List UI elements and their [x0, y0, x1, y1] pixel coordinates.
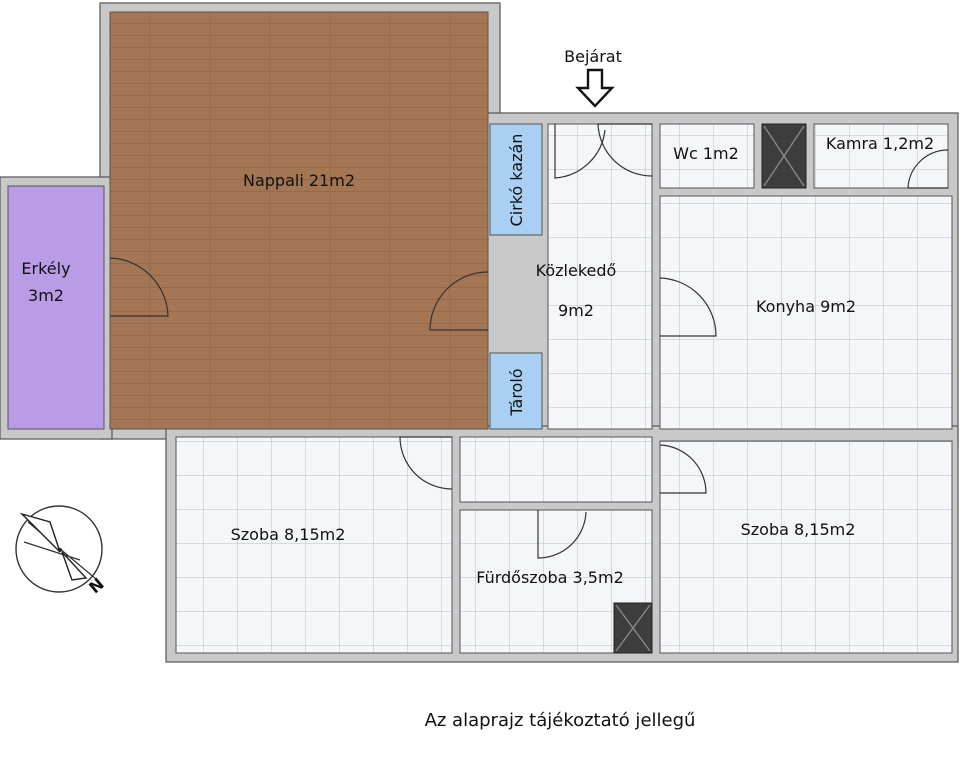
room-kozlekedo-lower [459, 436, 653, 503]
label-tarolo: Tároló [507, 368, 526, 416]
room-tarolo [489, 352, 543, 430]
room-szoba-left [175, 436, 453, 654]
label-kozlekedo-2: 9m2 [558, 301, 594, 320]
label-furdo: Fürdőszoba 3,5m2 [476, 568, 624, 587]
label-kamra: Kamra 1,2m2 [826, 134, 934, 153]
room-wc [659, 123, 755, 189]
entrance-label: Bejárat [564, 47, 622, 66]
label-erkely-1: Erkély [21, 259, 70, 278]
room-cirko [489, 123, 543, 236]
room-erkely [7, 185, 105, 430]
label-cirko: Cirkó kazán [507, 134, 526, 227]
compass-icon [15, 505, 103, 593]
room-konyha [659, 195, 953, 430]
doors [109, 123, 949, 559]
label-nappali: Nappali 21m2 [243, 171, 355, 190]
shaft-furdo-cross [615, 604, 651, 652]
label-konyha: Konyha 9m2 [756, 297, 856, 316]
room-nappali [109, 11, 489, 430]
entrance-arrow-icon [575, 68, 615, 108]
room-szoba-right [659, 440, 953, 654]
label-wc: Wc 1m2 [673, 144, 739, 163]
room-kozlekedo [547, 123, 653, 430]
label-kozlekedo-1: Közlekedő [536, 261, 617, 280]
label-erkely-2: 3m2 [28, 286, 64, 305]
shaft-cross [763, 125, 805, 187]
compass-label: N [85, 574, 107, 597]
label-szoba-left: Szoba 8,15m2 [231, 525, 346, 544]
label-szoba-right: Szoba 8,15m2 [741, 520, 856, 539]
caption: Az alaprajz tájékoztató jellegű [425, 710, 696, 731]
